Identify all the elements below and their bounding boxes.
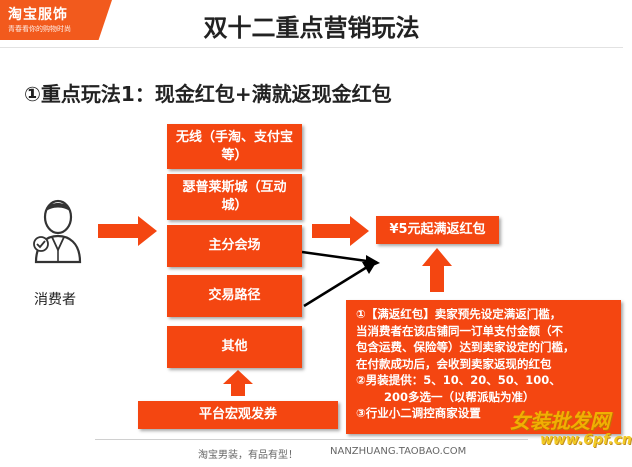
consumer-label: 消费者 bbox=[34, 292, 76, 308]
rules-box: ①【满返红包】卖家预先设定满返门槛， 当消费者在该店铺同一订单支付金额（不 包含… bbox=[346, 300, 621, 434]
rules-line: ③行业小二调控商家设置 bbox=[356, 406, 481, 420]
footer-divider bbox=[95, 439, 528, 440]
logo-title: 淘宝服饰 bbox=[8, 7, 68, 23]
user-icon bbox=[33, 199, 82, 264]
arrow-up-icon bbox=[422, 248, 452, 292]
rules-line: 在付款成功后，会收到卖家返现的红包 bbox=[356, 356, 552, 371]
channel-box-interactive-city: 瑟普莱斯城（互动城） bbox=[167, 174, 302, 220]
rules-line: 包含运费、保险等）达到卖家设定的门槛， bbox=[356, 340, 575, 354]
arrow-right-icon bbox=[312, 216, 369, 246]
arrowhead-icon bbox=[362, 261, 377, 274]
rules-line: 当消费者在该店铺同一订单支付金额（不 bbox=[356, 323, 563, 338]
channel-box-other: 其他 bbox=[167, 326, 302, 368]
footer-url: NANZHUANG.TAOBAO.COM bbox=[330, 446, 467, 457]
channel-box-transaction-path: 交易路径 bbox=[167, 275, 302, 317]
logo-slogan: 青春看你的购物时尚 bbox=[8, 25, 71, 33]
rules-line: ①【满返红包】卖家预先设定满返门槛， bbox=[356, 307, 562, 321]
platform-coupon-box: 平台宏观发券 bbox=[138, 401, 338, 429]
connector-line bbox=[303, 262, 373, 308]
rules-line: 200多选一（以帮派贴为准） bbox=[384, 389, 535, 404]
section-subtitle: ①重点玩法1：现金红包+满就返现金红包 bbox=[24, 82, 392, 106]
taobao-fushi-logo: 淘宝服饰 青春看你的购物时尚 bbox=[0, 0, 112, 40]
arrow-right-icon bbox=[98, 216, 157, 246]
connector-line bbox=[301, 250, 375, 264]
watermark-url: www.6pf.cn bbox=[540, 432, 632, 448]
footer-slogan: 淘宝男装，有品有型！ bbox=[198, 450, 298, 461]
rules-line: ②男装提供：5、10、20、50、100、 bbox=[356, 373, 561, 387]
channel-box-main-venue: 主分会场 bbox=[167, 225, 302, 267]
channel-box-mobile: 无线（手淘、支付宝等） bbox=[167, 124, 302, 169]
page-title: 双十二重点营销玩法 bbox=[203, 14, 420, 42]
reward-box: ¥5元起满返红包 bbox=[376, 216, 499, 244]
watermark-text: 女装批发网 bbox=[510, 409, 610, 433]
header-divider bbox=[0, 47, 623, 48]
arrow-up-icon bbox=[223, 370, 253, 396]
